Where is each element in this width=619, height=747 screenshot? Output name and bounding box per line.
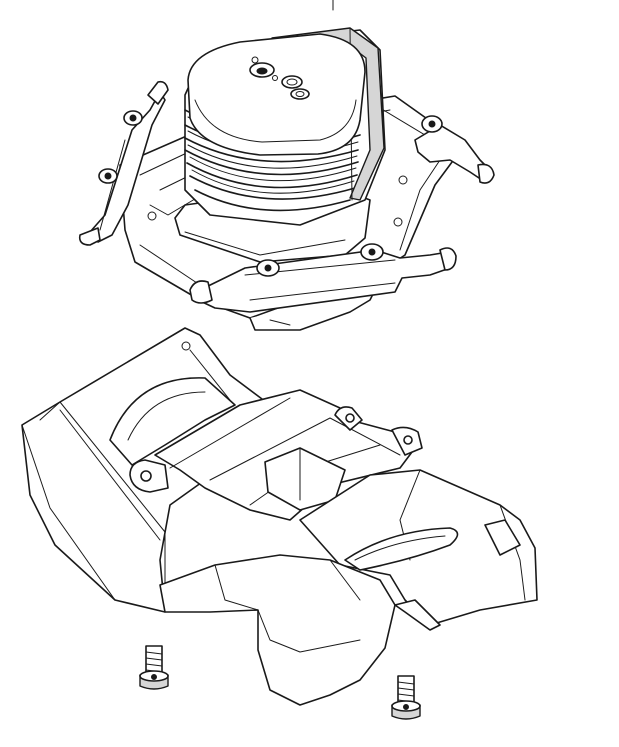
bolt-icon	[256, 243, 384, 277]
bolt-icon	[98, 110, 143, 184]
mounting-screws	[139, 645, 421, 720]
screw-icon	[391, 675, 421, 720]
screw-icon	[139, 645, 169, 690]
support-bracket	[21, 327, 538, 706]
outlet-fittings	[189, 115, 495, 313]
pump-block-assembly	[174, 27, 386, 263]
bolt-icon	[421, 115, 443, 133]
port-icon	[249, 56, 310, 100]
inlet-fittings	[78, 80, 169, 246]
